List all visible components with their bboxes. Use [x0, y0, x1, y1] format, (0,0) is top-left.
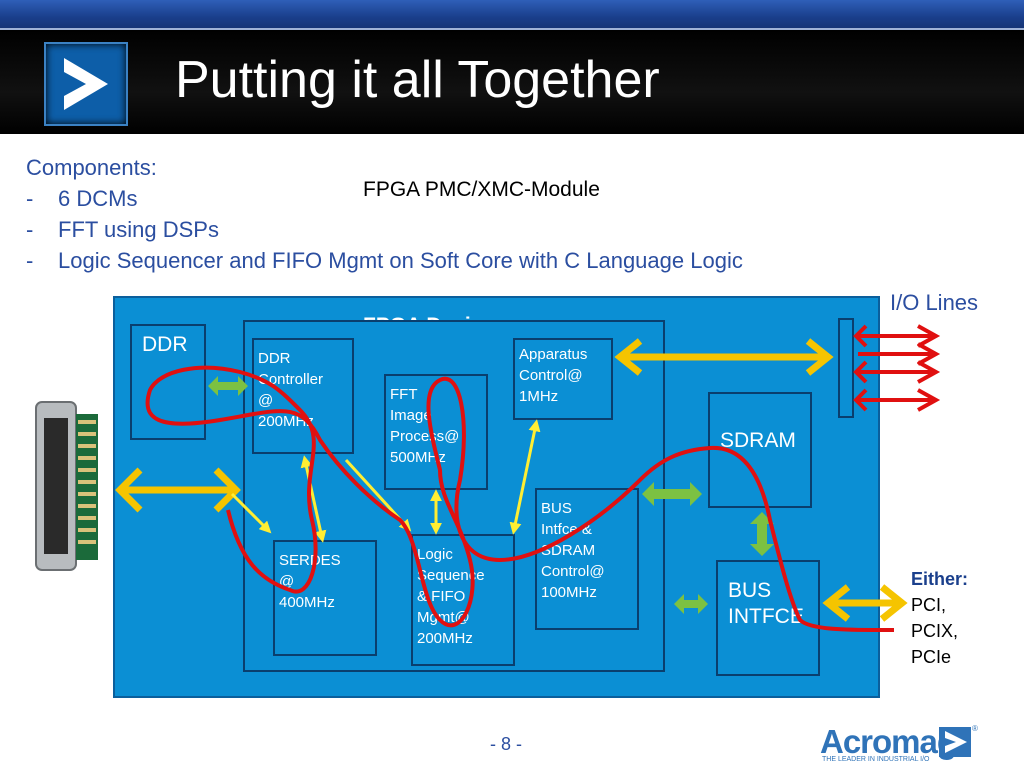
title-bar: [0, 30, 1024, 134]
slide-title: Putting it all Together: [175, 51, 660, 109]
bus-intfce-block: BUS INTFCE: [716, 560, 820, 676]
list-item: -Logic Sequencer and FIFO Mgmt on Soft C…: [26, 248, 743, 273]
ddr-controller-block: DDR Controller @ 200MHz: [252, 338, 354, 454]
play-logo-icon: [44, 42, 128, 126]
ddr-block: DDR: [130, 324, 206, 440]
list-item: -FFT using DSPs: [26, 217, 219, 242]
page-number: - 8 -: [490, 734, 523, 754]
sdram-block: SDRAM: [708, 392, 812, 508]
acromag-logo-icon: [939, 727, 971, 757]
either-heading: Either:: [911, 569, 969, 589]
apparatus-control-block: Apparatus Control@ 1MHz: [513, 338, 613, 420]
bus-options: Either: PCI, PCIX, PCIe: [911, 566, 968, 670]
module-label: FPGA PMC/XMC-Module: [363, 178, 600, 201]
list-item: PCI,: [911, 595, 947, 615]
components-heading: Components:: [26, 155, 157, 180]
acromag-logo-text: Acromag: [820, 723, 957, 760]
fft-block: FFT Image Process@ 500MHz: [384, 374, 488, 490]
logic-sequencer-block: Logic Sequence & FIFO Mgmt@ 200MHz: [411, 534, 515, 666]
io-lines-label: I/O Lines: [890, 290, 979, 315]
registered-mark: ®: [972, 724, 978, 733]
top-banner: [0, 0, 1024, 30]
io-port-block: [838, 318, 854, 418]
bus-sdram-control-block: BUS Intfce & SDRAM Control@ 100MHz: [535, 488, 639, 630]
components-list: Components: -6 DCMs -FFT using DSPs -Log…: [26, 152, 743, 276]
connector-icon: [34, 398, 100, 574]
list-item: -6 DCMs: [26, 186, 138, 211]
brand-tagline: THE LEADER IN INDUSTRIAL I/O: [822, 756, 930, 763]
list-item: PCIX,: [911, 621, 959, 641]
list-item: PCIe: [911, 647, 952, 667]
serdes-block: SERDES @ 400MHz: [273, 540, 377, 656]
